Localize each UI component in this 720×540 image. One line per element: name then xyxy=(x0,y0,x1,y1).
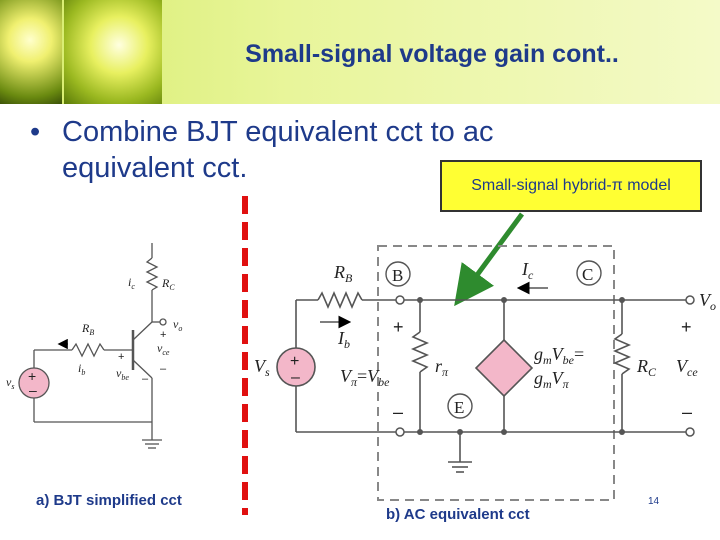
node-e-terminal-left xyxy=(395,427,405,437)
minus-ce-a: – xyxy=(160,363,167,375)
lightbulb-image-left xyxy=(0,0,62,104)
vs-plus-a: + xyxy=(28,368,36,384)
label-vbe-a: vbe xyxy=(116,366,129,382)
gm-current-source xyxy=(474,338,534,398)
label-vo-b: Vo xyxy=(699,290,716,313)
label-ic-b: Ic xyxy=(521,259,534,282)
label-rpi-b: rπ xyxy=(435,356,449,379)
bullet-dot-icon: • xyxy=(30,116,41,148)
label-vs-b: Vs xyxy=(254,356,270,379)
label-vce-b: Vce xyxy=(676,356,698,379)
node-b-circle xyxy=(385,261,411,287)
bullet-point: • Combine BJT equivalent cct to ac equiv… xyxy=(30,114,622,186)
vo-terminal xyxy=(685,295,695,305)
minus-be-a: – xyxy=(142,373,149,385)
vs-source-b xyxy=(276,347,316,387)
minus-ce-b: – xyxy=(682,402,692,422)
plus-be-b: + xyxy=(393,317,404,337)
callout-arrow xyxy=(454,212,525,307)
hybrid-pi-callout: Small-signal hybrid-π model xyxy=(440,160,702,212)
label-rb-a: RB xyxy=(81,321,94,337)
caption-a: a) BJT simplified cct xyxy=(36,492,182,509)
label-rc-b: RC xyxy=(636,356,657,379)
label-rb-b: RB xyxy=(333,262,353,285)
label-ic-a: ic xyxy=(128,275,135,291)
bullet-line-1: Combine BJT equivalent cct to ac xyxy=(62,116,494,148)
node-c-label: C xyxy=(582,265,593,284)
minus-be-b: – xyxy=(393,402,403,422)
hybrid-pi-dashed-box xyxy=(377,245,615,501)
caption-b: b) AC equivalent cct xyxy=(386,506,530,523)
plus-ce-b: + xyxy=(681,317,692,337)
label-gm-vbe-b: gmVbe= xyxy=(534,344,584,367)
label-gm-vpi-b: gmVπ xyxy=(534,368,570,391)
circuit-a xyxy=(33,243,167,449)
label-vpi-vbe-b: Vπ=Vbe xyxy=(340,366,390,389)
vs-source-a xyxy=(18,367,50,399)
node-c-circle xyxy=(576,260,602,286)
page-number: 14 xyxy=(648,496,660,507)
label-vce-a: vce xyxy=(157,341,170,357)
node-b-label: B xyxy=(392,266,403,285)
node-b-terminal xyxy=(395,295,405,305)
bullet-line-2: equivalent cct. xyxy=(62,152,248,184)
label-vo-a: vo xyxy=(173,317,182,333)
vs-minus-a: – xyxy=(29,382,37,398)
bullet-text: Combine BJT equivalent cct to ac equival… xyxy=(62,114,622,186)
label-rc-a: RC xyxy=(161,276,175,292)
vo-terminal-bottom xyxy=(685,427,695,437)
lightbulb-image-right xyxy=(64,0,162,104)
slide-title: Small-signal voltage gain cont.. xyxy=(245,40,619,68)
vs-plus-b: + xyxy=(290,353,299,370)
node-e-circle xyxy=(447,393,473,419)
label-vs-a: vs xyxy=(6,375,14,391)
label-ib-b: Ib xyxy=(337,328,350,351)
vs-minus-b: – xyxy=(291,369,300,386)
plus-ce-a: + xyxy=(160,329,166,341)
node-e-label: E xyxy=(454,398,464,417)
plus-be-a: + xyxy=(118,351,124,363)
label-ib-a: ib xyxy=(78,361,85,377)
